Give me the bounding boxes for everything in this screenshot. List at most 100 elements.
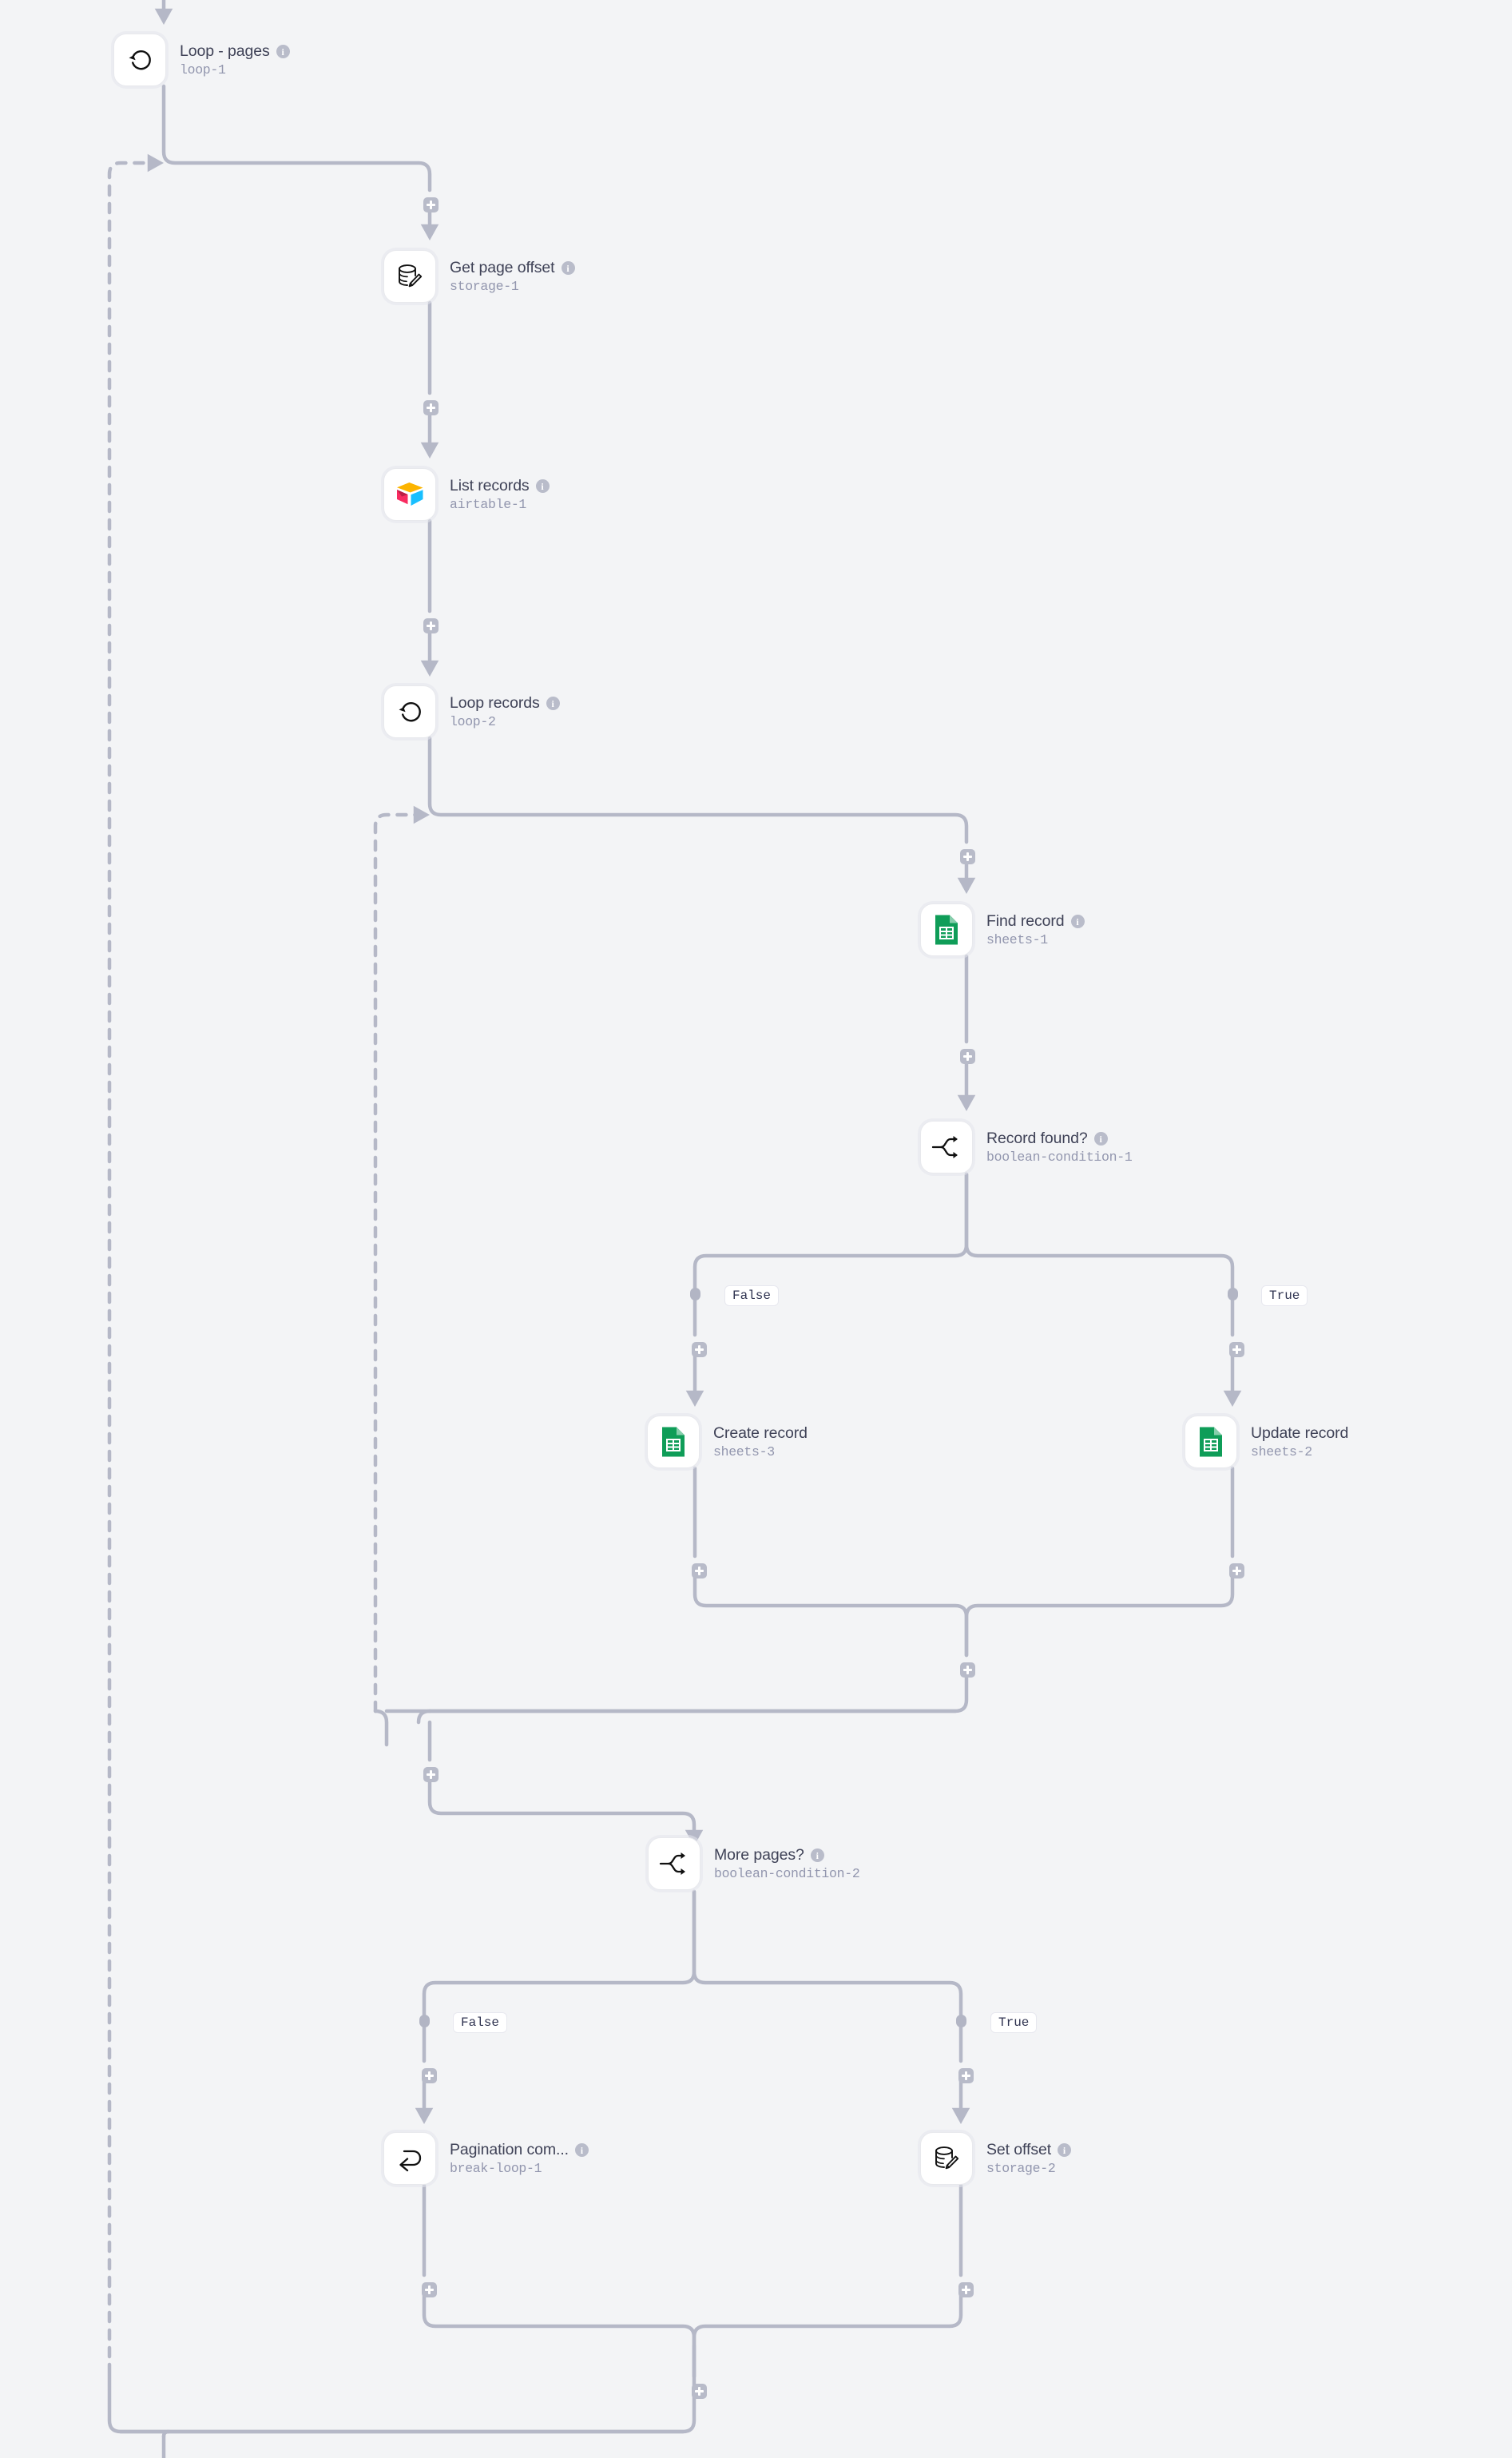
node-text: Update record sheets-2 bbox=[1251, 1424, 1348, 1459]
node-icon-box[interactable] bbox=[920, 1121, 973, 1173]
node-airtable-1[interactable]: List records i airtable-1 bbox=[383, 468, 550, 521]
add-step-button[interactable] bbox=[1229, 1563, 1244, 1578]
branch-label-true-1[interactable]: True bbox=[1262, 1286, 1308, 1305]
node-text: Find record i sheets-1 bbox=[986, 912, 1085, 947]
node-id: sheets-2 bbox=[1251, 1444, 1312, 1459]
info-icon[interactable]: i bbox=[810, 1848, 824, 1862]
node-text: More pages? i boolean-condition-2 bbox=[714, 1846, 860, 1881]
sheets-icon bbox=[660, 1426, 687, 1458]
add-step-button[interactable] bbox=[960, 1049, 975, 1064]
node-boolean-condition-1[interactable]: Record found? i boolean-condition-1 bbox=[920, 1121, 1133, 1173]
node-icon-box[interactable] bbox=[648, 1837, 700, 1890]
add-step-button[interactable] bbox=[958, 2068, 974, 2083]
node-text: Get page offset i storage-1 bbox=[450, 259, 575, 294]
branch-dot bbox=[690, 1288, 700, 1300]
node-id: storage-2 bbox=[986, 2161, 1056, 2176]
node-icon-box[interactable] bbox=[113, 34, 166, 86]
node-title: Set offset bbox=[986, 2141, 1052, 2158]
sheets-icon bbox=[1197, 1426, 1224, 1458]
node-loop-2[interactable]: Loop records i loop-2 bbox=[383, 685, 560, 738]
add-step-button[interactable] bbox=[423, 400, 439, 415]
add-step-button[interactable] bbox=[692, 1342, 707, 1357]
node-icon-box[interactable] bbox=[920, 2132, 973, 2185]
database-edit-icon bbox=[931, 2143, 962, 2174]
node-icon-box[interactable] bbox=[383, 685, 436, 738]
node-text: Create record sheets-3 bbox=[713, 1424, 808, 1459]
loop-icon bbox=[125, 45, 155, 75]
add-step-button[interactable] bbox=[958, 2282, 974, 2297]
node-icon-box[interactable] bbox=[647, 1416, 700, 1468]
node-text: Set offset i storage-2 bbox=[986, 2141, 1072, 2176]
add-step-button[interactable] bbox=[960, 1662, 975, 1678]
node-id: break-loop-1 bbox=[450, 2161, 542, 2176]
node-storage-1[interactable]: Get page offset i storage-1 bbox=[383, 250, 575, 303]
node-text: List records i airtable-1 bbox=[450, 477, 550, 512]
node-storage-2[interactable]: Set offset i storage-2 bbox=[920, 2132, 1072, 2185]
branch-dot bbox=[1228, 1288, 1238, 1300]
info-icon[interactable]: i bbox=[1093, 1132, 1108, 1146]
info-icon[interactable]: i bbox=[1058, 2143, 1072, 2157]
branch-dot bbox=[956, 2015, 966, 2027]
branch-label-false-1[interactable]: False bbox=[725, 1286, 779, 1305]
add-step-button[interactable] bbox=[422, 2068, 437, 2083]
node-title: Get page offset bbox=[450, 259, 555, 276]
add-step-button[interactable] bbox=[423, 197, 439, 212]
add-step-button[interactable] bbox=[692, 1563, 707, 1578]
node-text: Loop - pages i loop-1 bbox=[180, 42, 290, 77]
sheets-icon bbox=[933, 914, 960, 946]
node-id: storage-1 bbox=[450, 279, 519, 294]
node-id: loop-2 bbox=[450, 714, 496, 729]
node-text: Pagination com... i break-loop-1 bbox=[450, 2141, 589, 2176]
add-step-button[interactable] bbox=[422, 2282, 437, 2297]
node-sheets-2[interactable]: Update record sheets-2 bbox=[1185, 1416, 1348, 1468]
break-loop-icon bbox=[395, 2145, 425, 2172]
add-step-button[interactable] bbox=[423, 1767, 439, 1782]
node-title: Loop - pages bbox=[180, 42, 270, 60]
node-id: boolean-condition-1 bbox=[986, 1150, 1133, 1165]
info-icon[interactable]: i bbox=[574, 2143, 589, 2157]
info-icon[interactable]: i bbox=[276, 45, 290, 58]
info-icon[interactable]: i bbox=[1070, 915, 1085, 928]
add-step-button[interactable] bbox=[1229, 1342, 1244, 1357]
branch-dot bbox=[419, 2015, 430, 2027]
node-sheets-1[interactable]: Find record i sheets-1 bbox=[920, 903, 1085, 956]
node-icon-box[interactable] bbox=[383, 2132, 436, 2185]
node-title: Loop records bbox=[450, 694, 540, 712]
node-icon-box[interactable] bbox=[920, 903, 973, 956]
branch-icon bbox=[931, 1134, 962, 1161]
node-title: Find record bbox=[986, 912, 1065, 930]
node-title: Update record bbox=[1251, 1424, 1349, 1442]
branch-label-true-2[interactable]: True bbox=[991, 2013, 1037, 2032]
add-step-button[interactable] bbox=[960, 849, 975, 864]
node-sheets-3[interactable]: Create record sheets-3 bbox=[647, 1416, 808, 1468]
node-title: Pagination com... bbox=[450, 2141, 569, 2158]
branch-icon bbox=[658, 1850, 690, 1877]
info-icon[interactable]: i bbox=[546, 697, 560, 710]
database-edit-icon bbox=[395, 261, 425, 292]
node-text: Loop records i loop-2 bbox=[450, 694, 560, 729]
node-title: Create record bbox=[713, 1424, 808, 1442]
node-break-loop-1[interactable]: Pagination com... i break-loop-1 bbox=[383, 2132, 589, 2185]
node-id: boolean-condition-2 bbox=[714, 1866, 860, 1881]
branch-label-false-2[interactable]: False bbox=[454, 2013, 507, 2032]
node-title: Record found? bbox=[986, 1130, 1088, 1147]
node-id: sheets-1 bbox=[986, 932, 1048, 947]
node-title: More pages? bbox=[714, 1846, 804, 1864]
info-icon[interactable]: i bbox=[535, 479, 550, 493]
airtable-icon bbox=[395, 481, 425, 508]
info-icon[interactable]: i bbox=[561, 261, 575, 275]
node-icon-box[interactable] bbox=[383, 250, 436, 303]
node-title: List records bbox=[450, 477, 530, 494]
node-loop-1[interactable]: Loop - pages i loop-1 bbox=[113, 34, 290, 86]
node-icon-box[interactable] bbox=[1185, 1416, 1237, 1468]
node-text: Record found? i boolean-condition-1 bbox=[986, 1130, 1133, 1165]
node-id: airtable-1 bbox=[450, 497, 527, 512]
loop-icon bbox=[395, 697, 425, 727]
add-step-button[interactable] bbox=[692, 2384, 707, 2399]
node-icon-box[interactable] bbox=[383, 468, 436, 521]
node-id: sheets-3 bbox=[713, 1444, 775, 1459]
node-boolean-condition-2[interactable]: More pages? i boolean-condition-2 bbox=[648, 1837, 860, 1890]
add-step-button[interactable] bbox=[423, 618, 439, 633]
